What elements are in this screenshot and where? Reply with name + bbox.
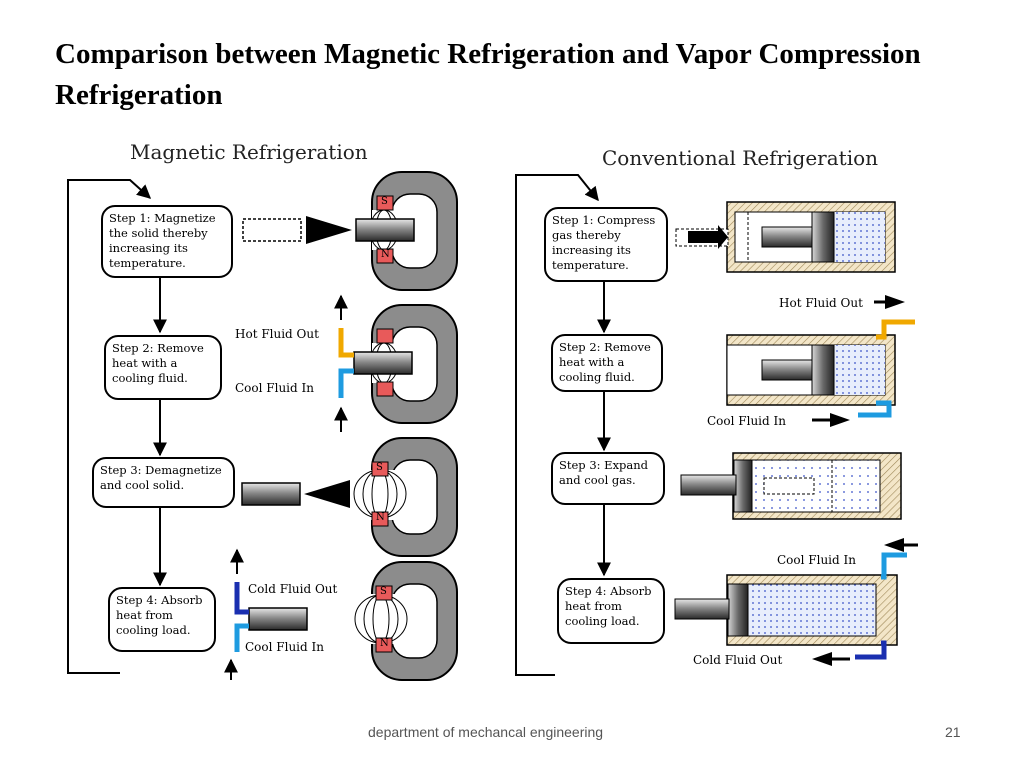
conventional-cool-fluid-in-label: Cool Fluid In <box>707 414 786 428</box>
magnet-step3 <box>241 437 458 557</box>
magnet-step4 <box>224 548 458 681</box>
pole-n-label: N <box>376 512 385 523</box>
magnet-step2 <box>334 294 458 432</box>
magnetic-hot-fluid-out-label: Hot Fluid Out <box>235 327 319 341</box>
conventional-cool-fluid-in-label-2: Cool Fluid In <box>777 553 856 567</box>
magnetic-flow-lines <box>67 179 167 674</box>
conventional-cold-fluid-out-label: Cold Fluid Out <box>693 653 783 667</box>
pole-n-label: N <box>380 638 389 649</box>
magnet-step1 <box>242 171 458 291</box>
magnetic-step-2-box: Step 2: Remove heat with a cooling fluid… <box>104 335 222 400</box>
pole-s-label: S <box>376 462 383 473</box>
cylinder-step3 <box>680 452 902 520</box>
conventional-flow-lines <box>515 174 611 676</box>
magnetic-cool-fluid-in-label-2: Cool Fluid In <box>245 640 324 654</box>
cylinder-step4 <box>674 538 918 666</box>
magnetic-step-3-box: Step 3: Demagnetize and cool solid. <box>92 457 235 508</box>
cylinder-step2 <box>726 295 915 427</box>
magnetic-step-1-box: Step 1: Magnetize the solid thereby incr… <box>101 205 233 278</box>
slide-title: Comparison between Magnetic Refrigeratio… <box>55 38 921 111</box>
cylinder-step1 <box>675 201 896 273</box>
conventional-hot-fluid-out-label: Hot Fluid Out <box>779 296 863 310</box>
pole-n-label: N <box>381 249 390 260</box>
conventional-step-2-box: Step 2: Remove heat with a cooling fluid… <box>551 334 663 392</box>
pole-s-label: S <box>380 586 387 597</box>
conventional-step-3-box: Step 3: Expand and cool gas. <box>551 452 665 505</box>
magnetic-cold-fluid-out-label: Cold Fluid Out <box>248 582 338 596</box>
conventional-heading: Conventional Refrigeration <box>602 146 879 170</box>
pole-s-label: S <box>381 196 388 207</box>
magnetic-heading: Magnetic Refrigeration <box>130 140 368 164</box>
conventional-step-1-box: Step 1: Compress gas thereby increasing … <box>544 207 668 282</box>
magnetic-cool-fluid-in-label: Cool Fluid In <box>235 381 314 395</box>
page-number: 21 <box>945 724 961 740</box>
magnetic-step-4-box: Step 4: Absorb heat from cooling load. <box>108 587 216 652</box>
conventional-step-4-box: Step 4: Absorb heat from cooling load. <box>557 578 665 644</box>
footer-department: department of mechancal engineering <box>368 724 604 740</box>
